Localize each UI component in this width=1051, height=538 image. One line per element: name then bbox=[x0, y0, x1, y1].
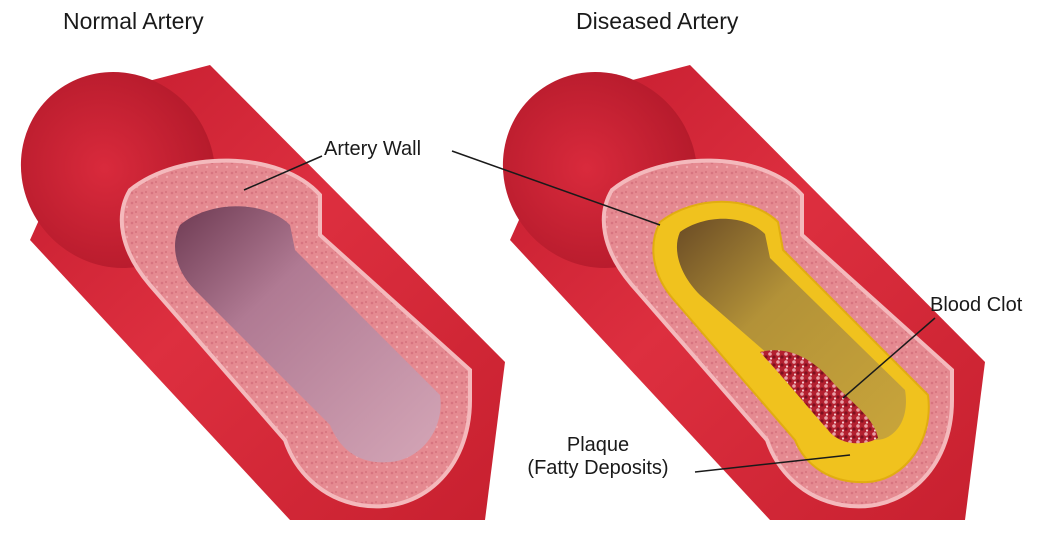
normal-artery-title: Normal Artery bbox=[63, 8, 204, 35]
plaque-label-line2: (Fatty Deposits) bbox=[508, 457, 688, 480]
diseased-artery-title: Diseased Artery bbox=[576, 8, 738, 35]
plaque-label: Plaque (Fatty Deposits) bbox=[508, 434, 688, 480]
plaque-label-line1: Plaque bbox=[508, 434, 688, 457]
blood-clot-label: Blood Clot bbox=[930, 294, 1022, 317]
artery-wall-label: Artery Wall bbox=[324, 138, 421, 161]
normal-artery bbox=[0, 32, 505, 520]
